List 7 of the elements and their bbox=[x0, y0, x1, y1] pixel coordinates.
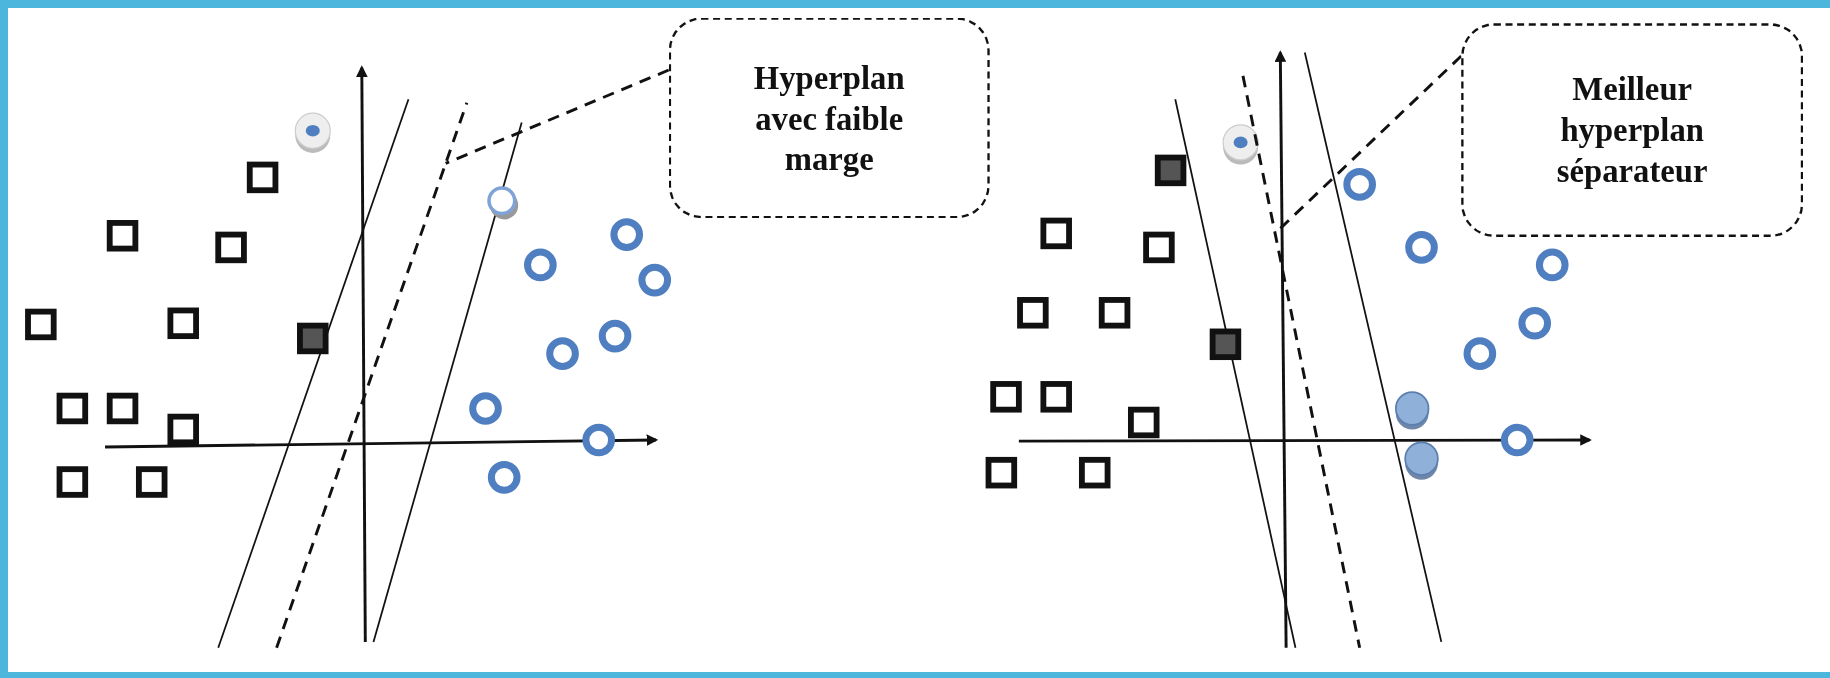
callout-text: Meilleur hyperplan séparateur bbox=[1555, 70, 1709, 192]
leader-line bbox=[445, 68, 670, 165]
callout-box bbox=[1461, 23, 1804, 237]
callout-text: Hyperplan avec faible marge bbox=[752, 57, 906, 179]
hyperplane-line bbox=[275, 102, 469, 649]
callout-box bbox=[668, 17, 990, 219]
hyperplane-line bbox=[1241, 75, 1362, 649]
